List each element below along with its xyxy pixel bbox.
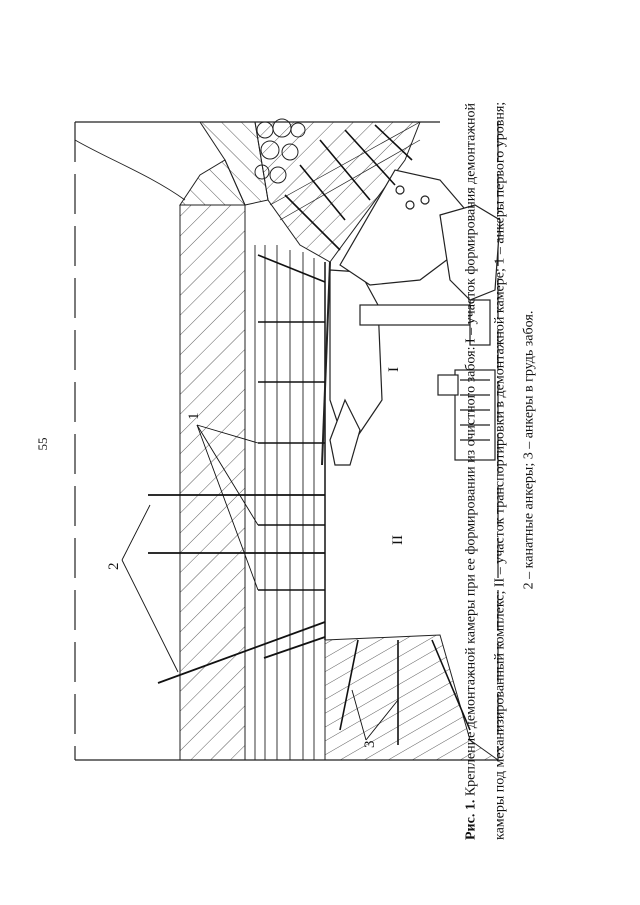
caption-line-1: Рис. 1. Крепление демонтажной камеры при… [457, 60, 486, 840]
shield-support [321, 169, 501, 466]
anchor-three-label: 3 [362, 741, 378, 749]
coal-seam-strata [244, 121, 421, 760]
face-anchors [339, 639, 471, 745]
roof-rock [74, 121, 269, 761]
cable-anchors [148, 494, 326, 684]
anchor-one-label: 1 [186, 413, 202, 421]
caption-prefix: Рис. 1. [463, 799, 479, 840]
caption-line-2: камеры под механизированный комплекс; II… [492, 101, 508, 840]
caption-line-1-text: Крепление демонтажной камеры при ее форм… [463, 103, 479, 800]
leader-lines [121, 424, 399, 741]
caption-line-3: 2 – канатные анкеры; 3 – анкеры в грудь … [521, 310, 537, 590]
goaf-rubble [254, 118, 306, 184]
zone-two-label: II [390, 535, 406, 545]
anchor-two-label: 2 [106, 563, 122, 571]
first-level-anchors [257, 124, 413, 591]
zone-one-label: I [386, 367, 402, 372]
figure-caption: Рис. 1. Крепление демонтажной камеры при… [457, 60, 544, 840]
face-rock [324, 634, 500, 761]
